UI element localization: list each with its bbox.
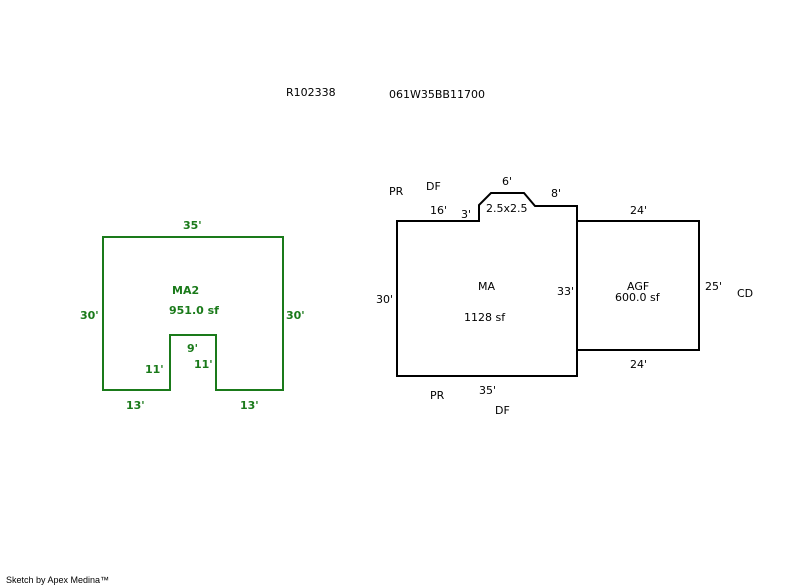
ma2-dim-right: 30' [286,309,305,322]
ma2-outline [102,236,284,391]
ma2-label: MA2 [172,284,199,297]
ma-label: MA [478,280,495,293]
ma-tag-df-top: DF [426,180,441,193]
agf-dim-right: 25' [705,280,722,293]
ma-outline [396,192,578,377]
agf-tag-cd: CD [737,287,753,300]
agf-dim-bottom: 24' [630,358,647,371]
ma-dim-bay-right: 8' [551,187,561,200]
ma-dim-left: 30' [376,293,393,306]
ma2-dim-notch-left: 11' [145,363,164,376]
map-tax-lot: 061W35BB11700 [389,88,485,101]
ma-tag-pr-bottom: PR [430,389,445,402]
ma-dim-bottom: 35' [479,384,496,397]
ma-dim-right: 33' [557,285,574,298]
agf-area: 600.0 sf [615,291,661,304]
ma-dim-top-left: 16' [430,204,447,217]
ma2-dim-bottom-right: 13' [240,399,259,412]
ma-bay-size: 2.5x2.5 [486,202,528,215]
agf-outline [577,220,700,351]
ma2-dim-left: 30' [80,309,99,322]
sketch-credit: Sketch by Apex Medina™ [6,575,109,585]
ma2-dim-bottom-left: 13' [126,399,145,412]
ma-dim-bay-top: 6' [502,175,512,188]
ma-dim-step: 3' [461,208,471,221]
ma2-dim-top: 35' [183,219,202,232]
ma-tag-pr-top: PR [389,185,404,198]
ma2-dim-notch-top: 9' [187,342,198,355]
agf-dim-top: 24' [630,204,647,217]
ma2-area: 951.0 sf [169,304,219,317]
ma-tag-df-bottom: DF [495,404,510,417]
account-id: R102338 [286,86,336,99]
ma2-dim-notch-right: 11' [194,358,213,371]
agf-label: AGF [627,280,649,293]
ma-area: 1128 sf [464,311,506,324]
